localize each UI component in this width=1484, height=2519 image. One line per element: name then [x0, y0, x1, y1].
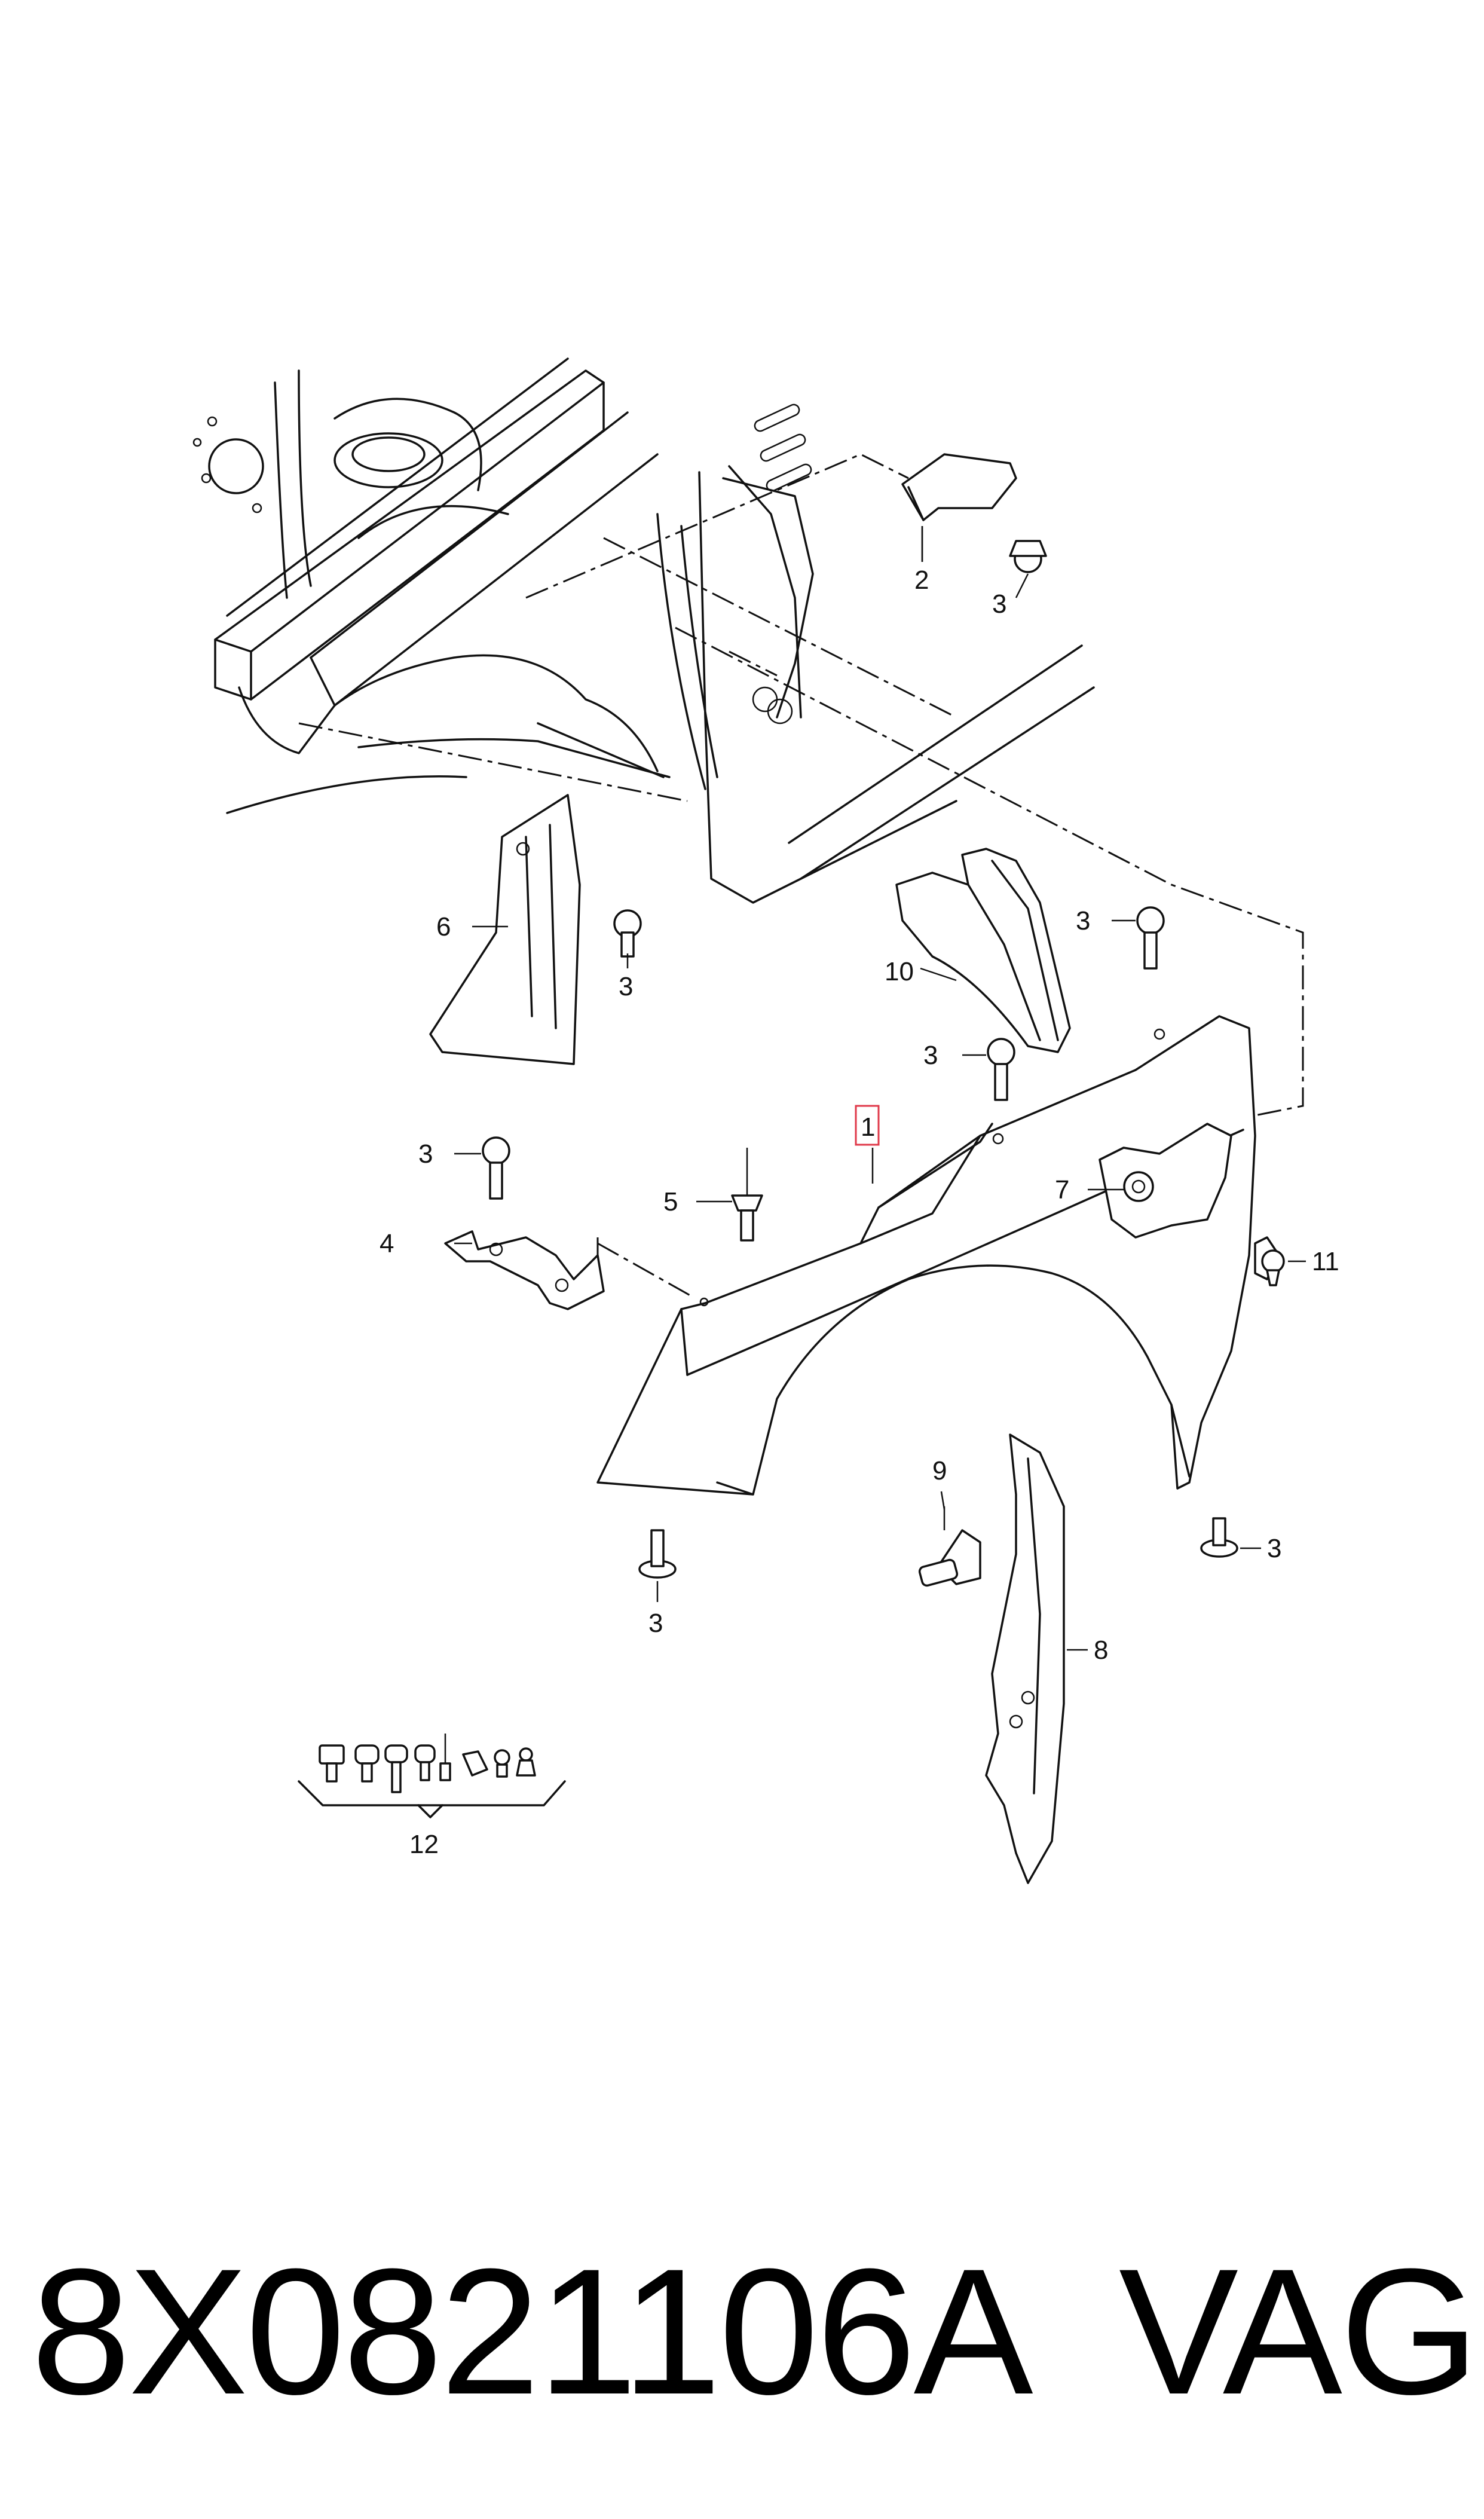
part-6-bracket — [429, 794, 581, 1065]
rivet-icon — [439, 1734, 451, 1781]
screw-icon — [1009, 540, 1047, 573]
callout-3: 3 — [1267, 1534, 1281, 1563]
callout-8: 8 — [1094, 1635, 1108, 1665]
leader-lines — [454, 526, 1306, 1651]
callout-3: 3 — [418, 1139, 433, 1169]
screw-icon — [613, 909, 642, 958]
part-4-bracket — [444, 1230, 605, 1310]
callout-9: 9 — [932, 1456, 947, 1485]
assembly-lines — [298, 453, 1304, 1298]
clip-icon — [462, 1750, 488, 1777]
clip-icon — [516, 1747, 536, 1777]
callout-1: 1 — [861, 1112, 875, 1142]
screw-icon — [638, 1529, 677, 1579]
part-10-insulation — [895, 848, 1071, 1053]
part-1-fender — [596, 1015, 1280, 1496]
screw-icon — [1136, 906, 1165, 970]
part-9-clip — [918, 1506, 981, 1587]
screw-icons — [482, 540, 1285, 1579]
part-number: 8X0821106A — [31, 2231, 1033, 2432]
callout-3: 3 — [923, 1041, 938, 1070]
callout-3: 3 — [648, 1609, 663, 1638]
rivet-icon — [731, 1148, 763, 1242]
part-8-liner — [985, 1433, 1065, 1884]
screw-icon — [319, 1744, 345, 1783]
screw-icon — [414, 1744, 436, 1781]
callout-10: 10 — [885, 957, 914, 986]
callout-3: 3 — [992, 589, 1006, 619]
callout-2: 2 — [914, 565, 929, 595]
callout-5: 5 — [663, 1187, 678, 1216]
callout-3: 3 — [619, 972, 633, 1001]
parts-diagram: 1 2 3 3 3 3 3 3 3 4 5 6 7 8 9 10 11 12 — [192, 357, 1339, 1884]
brand-label: VAG — [1119, 2231, 1479, 2432]
callout-4: 4 — [380, 1229, 394, 1258]
screw-icon — [354, 1744, 380, 1783]
nut-icon — [1123, 1171, 1154, 1202]
screw-icon — [384, 1744, 408, 1793]
screw-icon — [987, 1038, 1015, 1101]
clip-icon — [494, 1749, 510, 1778]
part-12-kit — [298, 1734, 566, 1818]
screw-icon — [482, 1136, 510, 1200]
body-structure — [192, 357, 1095, 904]
screw-icon — [1200, 1517, 1238, 1558]
callout-6: 6 — [436, 912, 451, 941]
part-2-bracket — [901, 453, 1017, 562]
callout-11: 11 — [1312, 1247, 1339, 1276]
callout-3: 3 — [1076, 906, 1090, 936]
callout-12: 12 — [409, 1830, 439, 1859]
clip-icon — [1261, 1249, 1285, 1286]
callout-7: 7 — [1055, 1175, 1069, 1205]
